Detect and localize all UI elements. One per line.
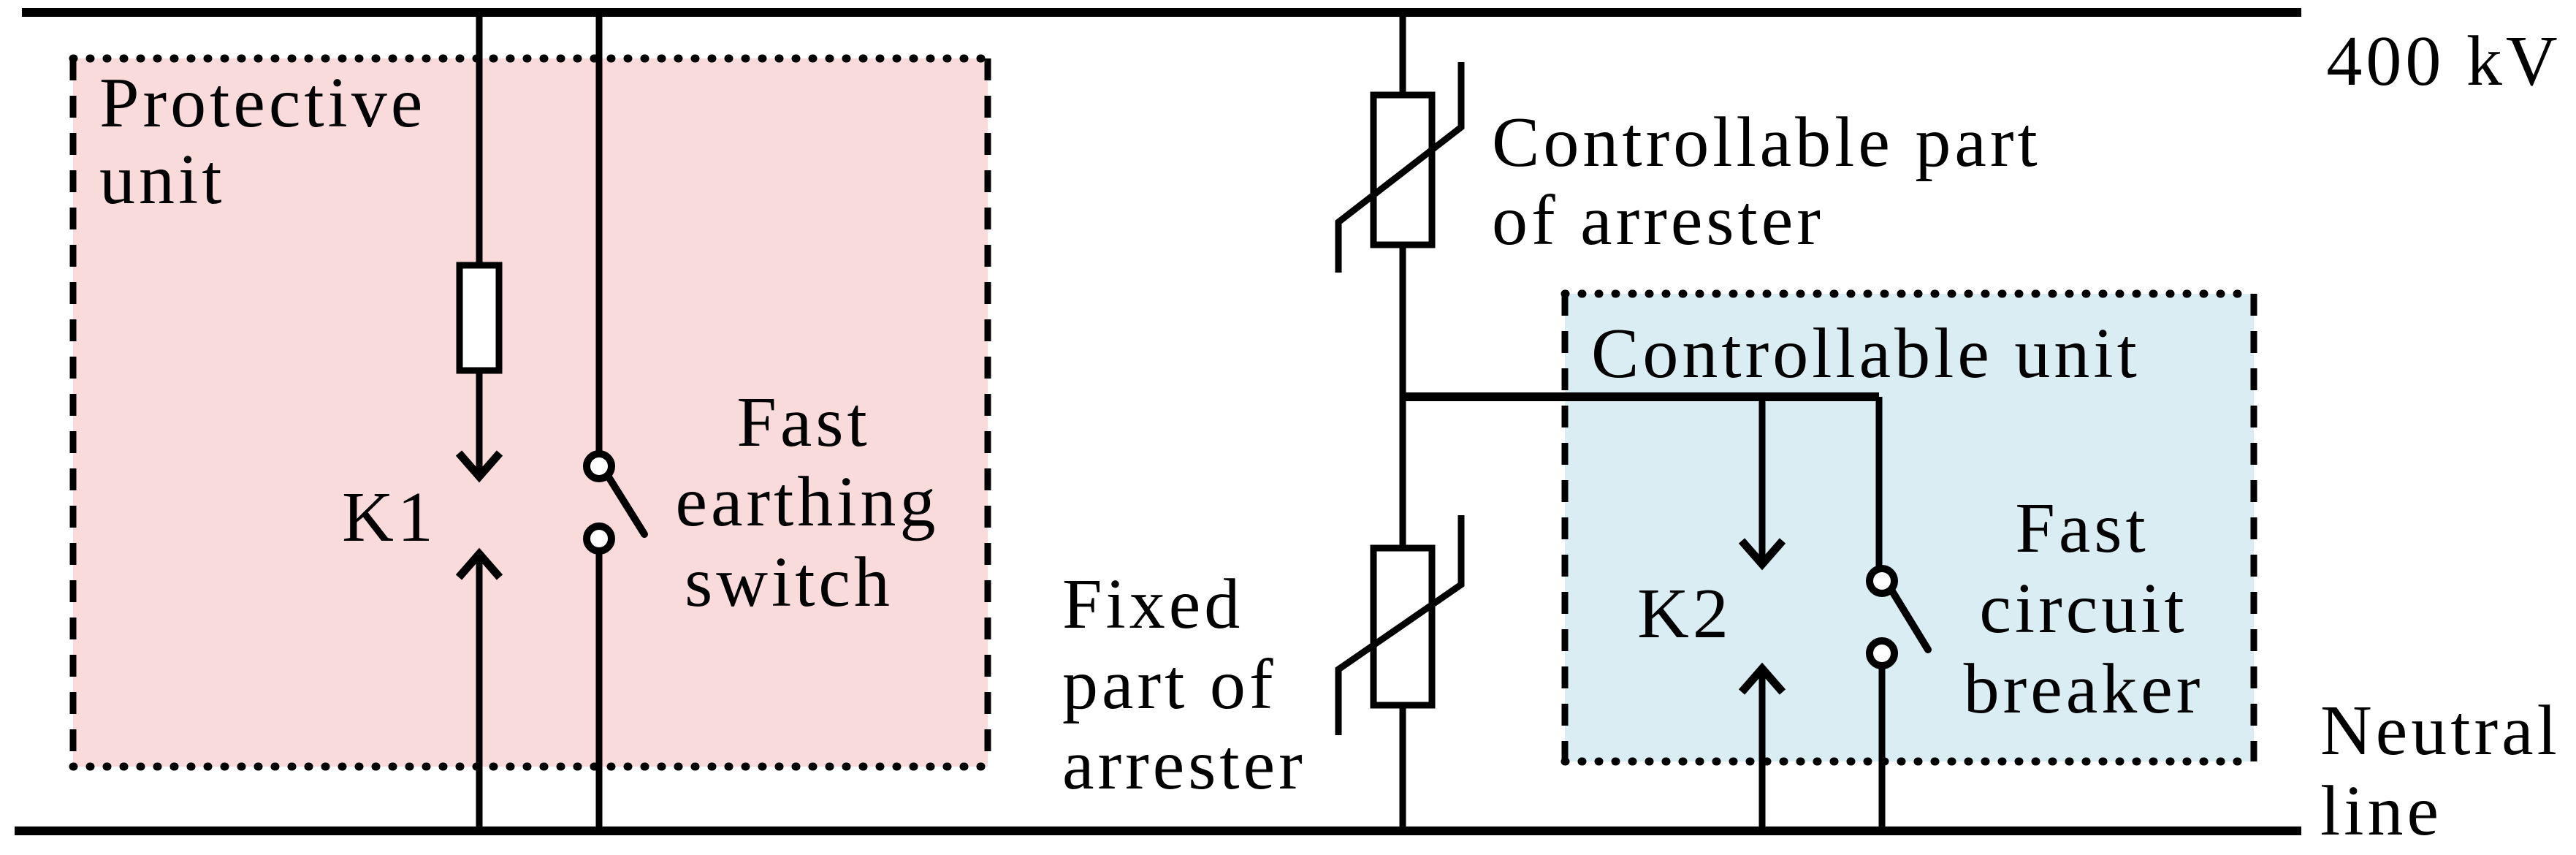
k2-down-arrow-icon [1738, 538, 1786, 571]
protective-unit-label-line2: unit [99, 140, 225, 219]
breaker-lower-contact [1866, 637, 1898, 669]
k2-label: K2 [1637, 574, 1732, 653]
fast-earthing-switch-label-line2: earthing [675, 463, 939, 542]
controllable-unit-label: Controllable unit [1591, 314, 2141, 393]
fixed-arrester-label-line1: Fixed [1062, 565, 1243, 644]
k2-disconnector [1738, 397, 1786, 831]
breaker-upper-contact [1866, 565, 1898, 597]
protective-unit-border [69, 54, 992, 771]
fixed-arrester-label-line2: part of [1062, 645, 1277, 724]
controllable-unit-border [1561, 289, 2258, 766]
fast-circuit-breaker [1866, 397, 1932, 831]
neutral-label-line2: line [2320, 772, 2442, 851]
fast-earthing-switch-label-line1: Fast [736, 383, 870, 462]
controllable-arrester-label-line2: of arrester [1492, 181, 1824, 260]
resistor-symbol [456, 262, 503, 374]
k1-label: K1 [342, 478, 437, 557]
fast-circuit-breaker-label-line2: circuit [1979, 569, 2187, 648]
k1-down-arrow-icon [455, 450, 503, 483]
controllable-arrester-label-line1: Controllable part [1492, 103, 2041, 182]
fast-circuit-breaker-label-line1: Fast [2015, 489, 2149, 568]
fast-earthing-switch [583, 12, 648, 831]
earthing-switch-upper-contact [583, 450, 615, 482]
fast-earthing-switch-label-line3: switch [685, 543, 893, 622]
protective-unit-box [73, 58, 988, 767]
fixed-arrester-diagonal [1335, 515, 1465, 735]
earthing-switch-lower-contact [583, 522, 615, 555]
fixed-arrester-label-line3: arrester [1062, 726, 1306, 805]
controllable-unit-box [1565, 294, 2254, 761]
controllable-arrester-diagonal [1335, 62, 1465, 273]
arrester-column [1335, 12, 1465, 831]
k1-disconnector [455, 12, 503, 831]
neutral-label-line1: Neutral [2320, 691, 2561, 770]
earthing-switch-blade [604, 472, 648, 538]
fast-circuit-breaker-label-line3: breaker [1964, 650, 2204, 729]
protective-unit-label-line1: Protective [99, 64, 426, 142]
breaker-blade [1889, 588, 1932, 653]
voltage-label: 400 kV [2326, 22, 2561, 101]
